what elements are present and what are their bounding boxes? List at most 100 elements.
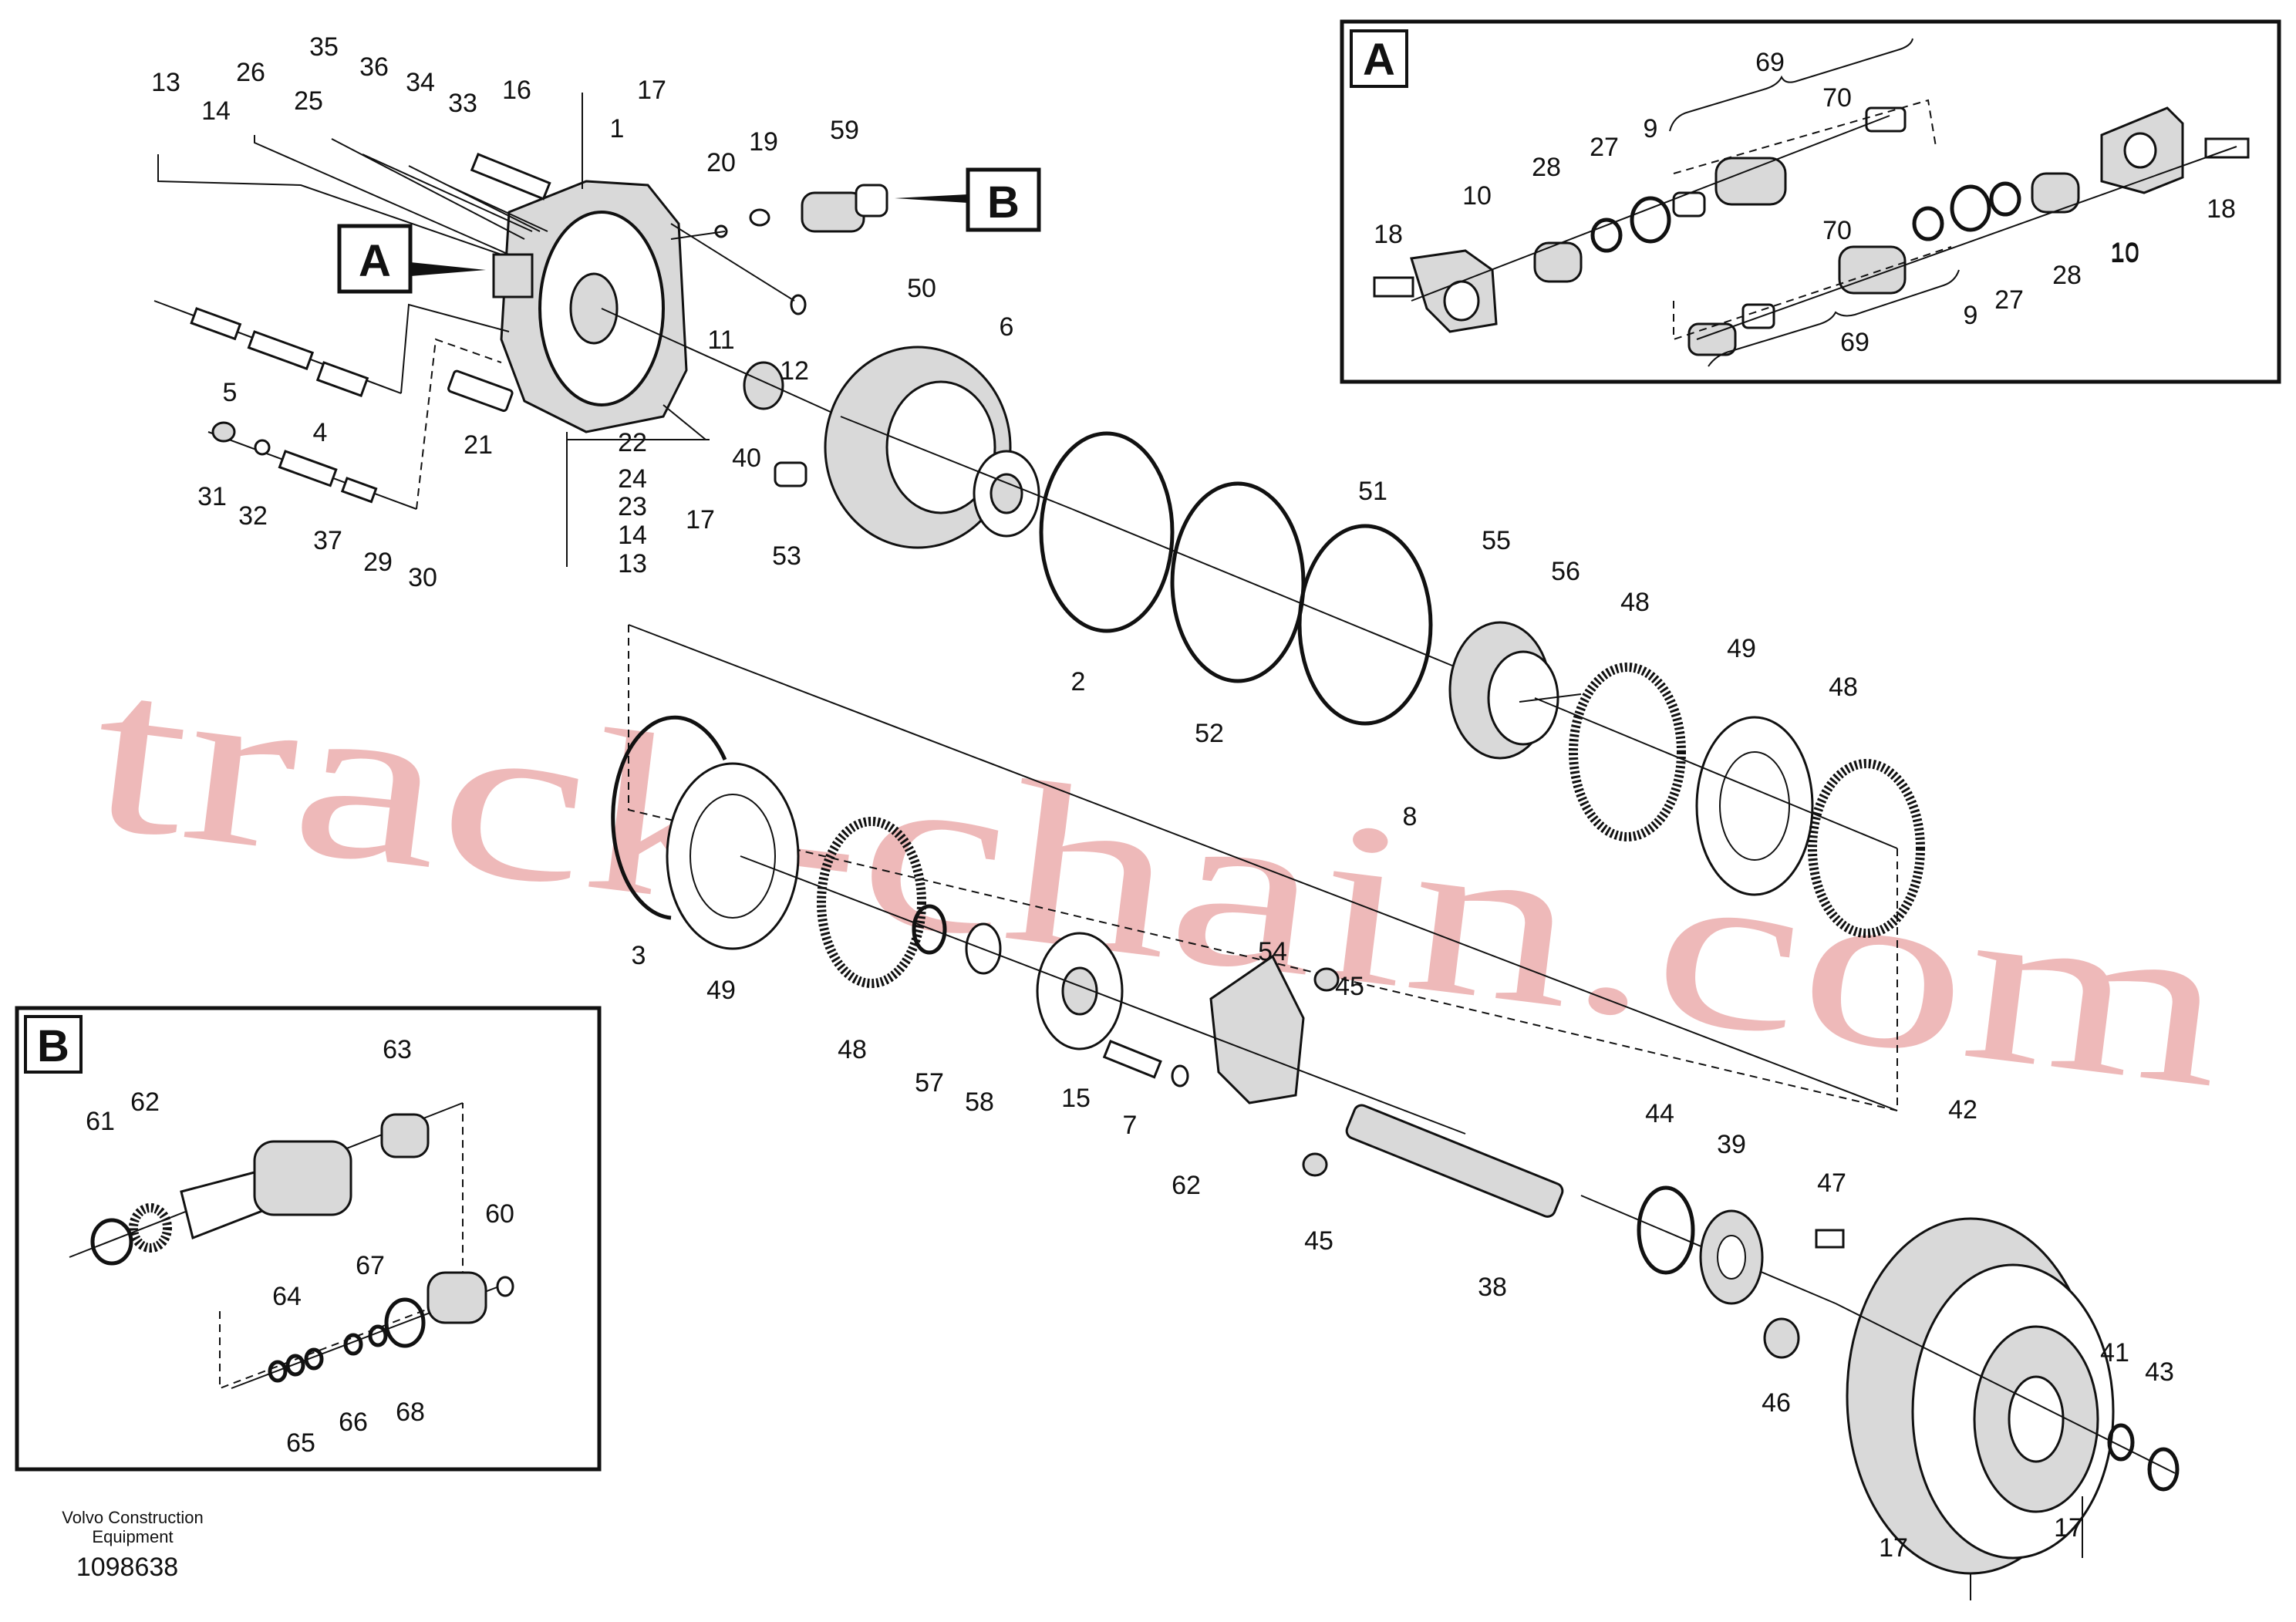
label-25: 25 bbox=[294, 86, 323, 116]
label-48c: 48 bbox=[838, 1035, 867, 1064]
detail-box-a: A bbox=[1340, 19, 2281, 384]
label-32: 32 bbox=[238, 501, 268, 531]
label-62: 62 bbox=[1172, 1171, 1201, 1200]
label-4: 4 bbox=[313, 418, 328, 447]
label-a-10: 10 bbox=[1462, 181, 1492, 211]
label-15: 15 bbox=[1061, 1084, 1091, 1113]
label-48b: 48 bbox=[1829, 673, 1858, 702]
label-13: 13 bbox=[151, 68, 180, 97]
label-34: 34 bbox=[406, 68, 435, 97]
document-number: 1098638 bbox=[76, 1553, 178, 1582]
label-b-60: 60 bbox=[485, 1199, 514, 1229]
label-17d: 17 bbox=[2054, 1513, 2083, 1543]
label-45: 45 bbox=[1335, 972, 1364, 1001]
middle-assembly-group bbox=[611, 624, 2180, 1600]
label-59: 59 bbox=[830, 116, 859, 145]
label-35: 35 bbox=[309, 32, 339, 62]
label-19: 19 bbox=[749, 127, 778, 157]
label-38: 38 bbox=[1478, 1273, 1507, 1302]
label-37: 37 bbox=[313, 526, 342, 555]
label-57: 57 bbox=[915, 1068, 944, 1098]
label-b-63: 63 bbox=[383, 1035, 412, 1064]
label-b-62: 62 bbox=[130, 1088, 160, 1117]
label-a-28b: 28 bbox=[2052, 261, 2082, 290]
label-43: 43 bbox=[2145, 1357, 2174, 1387]
gear-disc-group bbox=[1448, 621, 1925, 1111]
label-53: 53 bbox=[772, 541, 801, 571]
label-51: 51 bbox=[1358, 477, 1387, 506]
label-17: 17 bbox=[637, 76, 666, 105]
label-20: 20 bbox=[706, 148, 736, 177]
label-a-9b: 9 bbox=[1964, 301, 1978, 330]
label-46: 46 bbox=[1762, 1388, 1791, 1418]
detail-box-b: B bbox=[15, 1006, 602, 1472]
label-26: 26 bbox=[236, 58, 265, 87]
label-a-70b: 70 bbox=[1822, 216, 1852, 245]
label-31: 31 bbox=[197, 482, 227, 511]
label-22: 22 bbox=[618, 428, 647, 457]
label-a-69: 69 bbox=[1755, 48, 1785, 77]
label-b-61: 61 bbox=[86, 1107, 115, 1136]
motor-housing-group: A B bbox=[153, 93, 1041, 567]
label-8: 8 bbox=[1403, 802, 1418, 831]
label-a-10b: 10 bbox=[2110, 239, 2139, 268]
company-line-1: Volvo Construction bbox=[62, 1508, 203, 1527]
label-11: 11 bbox=[707, 325, 734, 355]
label-3: 3 bbox=[632, 941, 646, 970]
label-16: 16 bbox=[502, 76, 531, 105]
detail-b-letter: B bbox=[37, 1021, 69, 1071]
label-13b: 13 bbox=[618, 549, 647, 578]
callout-b-letter: B bbox=[987, 177, 1020, 228]
label-48: 48 bbox=[1620, 588, 1650, 617]
label-58: 58 bbox=[965, 1088, 994, 1117]
label-a-18: 18 bbox=[1374, 220, 1403, 249]
label-b-66: 66 bbox=[339, 1408, 368, 1437]
label-50: 50 bbox=[907, 274, 936, 303]
label-1: 1 bbox=[610, 114, 625, 143]
label-47: 47 bbox=[1817, 1168, 1846, 1198]
label-30: 30 bbox=[408, 563, 437, 592]
label-a-28: 28 bbox=[1532, 153, 1561, 182]
seal-rings-group bbox=[1039, 431, 1466, 726]
label-39: 39 bbox=[1717, 1130, 1746, 1159]
label-b-67: 67 bbox=[356, 1251, 385, 1280]
label-a-27b: 27 bbox=[1994, 285, 2024, 315]
label-23: 23 bbox=[618, 492, 647, 521]
label-21: 21 bbox=[464, 430, 493, 460]
label-55: 55 bbox=[1482, 526, 1511, 555]
footer: Volvo Construction Equipment 1098638 bbox=[62, 1508, 203, 1582]
label-36: 36 bbox=[359, 52, 389, 82]
label-b-68: 68 bbox=[396, 1398, 425, 1427]
callout-a-letter: A bbox=[359, 236, 391, 286]
label-a-69b: 69 bbox=[1840, 328, 1870, 357]
label-2: 2 bbox=[1071, 667, 1086, 696]
detail-a-letter: A bbox=[1363, 35, 1395, 85]
label-7: 7 bbox=[1123, 1111, 1138, 1140]
brake-disc-group bbox=[824, 346, 1073, 549]
label-45b: 45 bbox=[1304, 1226, 1333, 1256]
label-52: 52 bbox=[1195, 719, 1224, 748]
label-b-65: 65 bbox=[286, 1428, 315, 1458]
part-labels: 13 26 35 36 34 33 16 17 1 20 19 59 14 25… bbox=[86, 32, 2236, 1563]
label-5: 5 bbox=[223, 378, 238, 407]
label-49: 49 bbox=[1727, 634, 1756, 663]
label-a-10c: 10 bbox=[2110, 238, 2139, 267]
label-b-64: 64 bbox=[272, 1282, 302, 1311]
label-33: 33 bbox=[448, 89, 477, 118]
label-a-9: 9 bbox=[1644, 114, 1658, 143]
label-14b: 14 bbox=[618, 521, 647, 550]
label-6: 6 bbox=[1000, 312, 1014, 342]
label-a-18b: 18 bbox=[2207, 194, 2236, 224]
company-line-2: Equipment bbox=[92, 1527, 173, 1546]
label-a-70: 70 bbox=[1822, 83, 1852, 113]
label-29: 29 bbox=[363, 548, 393, 577]
label-40: 40 bbox=[732, 443, 761, 473]
label-41: 41 bbox=[2100, 1338, 2129, 1367]
label-12: 12 bbox=[780, 356, 809, 386]
label-42: 42 bbox=[1948, 1095, 1977, 1125]
label-17b: 17 bbox=[686, 505, 715, 534]
label-17c: 17 bbox=[1879, 1533, 1908, 1563]
label-24: 24 bbox=[618, 464, 647, 494]
label-56: 56 bbox=[1551, 557, 1580, 586]
label-49b: 49 bbox=[706, 976, 736, 1005]
